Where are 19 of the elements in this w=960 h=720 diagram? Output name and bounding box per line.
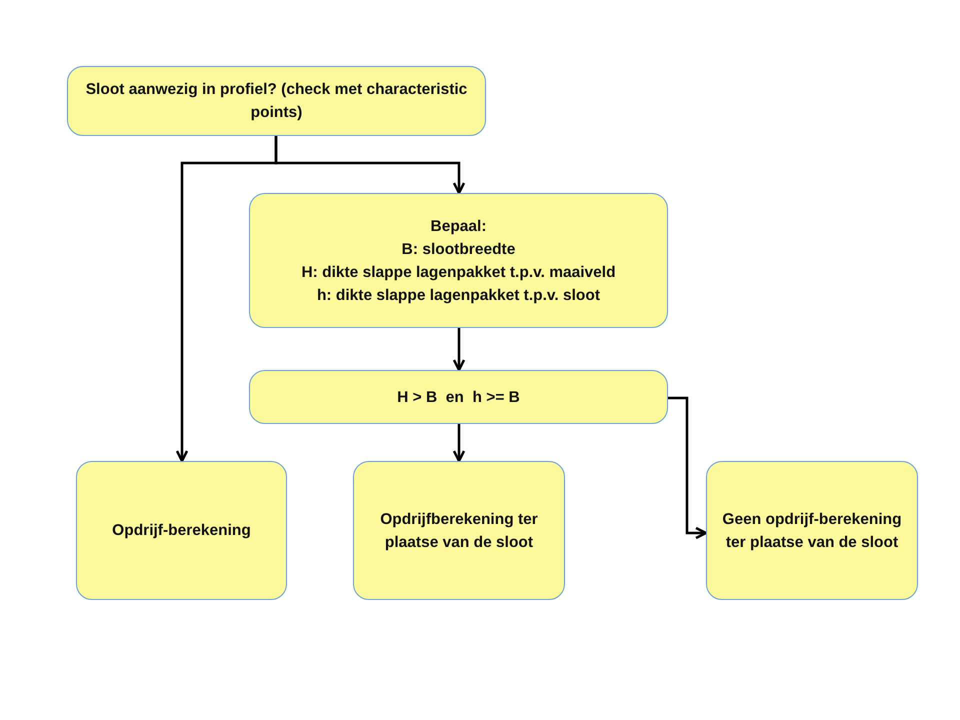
arrow bbox=[452, 424, 466, 462]
box-text: Bepaal: bbox=[430, 216, 486, 236]
box-text: Geen opdrijf-berekening ter plaatse van de sloot bbox=[721, 510, 903, 552]
box-text: Sloot aanwezig in profiel? (check met characteristic points) bbox=[84, 80, 468, 123]
arrow bbox=[452, 328, 466, 372]
process-box bbox=[353, 461, 565, 600]
box-text: Opdrijfberekening ter plaatse van de sloot bbox=[379, 510, 539, 552]
box-text: H: dikte slappe lagenpakket t.p.v. maaiveld bbox=[301, 262, 616, 282]
process-box bbox=[706, 461, 918, 600]
box-text: B: slootbreedte bbox=[402, 240, 516, 260]
arrow bbox=[176, 136, 278, 462]
process-box bbox=[249, 193, 668, 328]
process-box bbox=[249, 370, 668, 424]
box-text: Opdrijf-berekening bbox=[112, 521, 251, 541]
process-box bbox=[67, 66, 486, 136]
box-text: H > B en h >= B bbox=[397, 388, 520, 408]
arrow bbox=[668, 396, 708, 540]
box-text: h: dikte slappe lagenpakket t.p.v. sloot bbox=[316, 286, 600, 306]
process-box bbox=[76, 461, 287, 600]
